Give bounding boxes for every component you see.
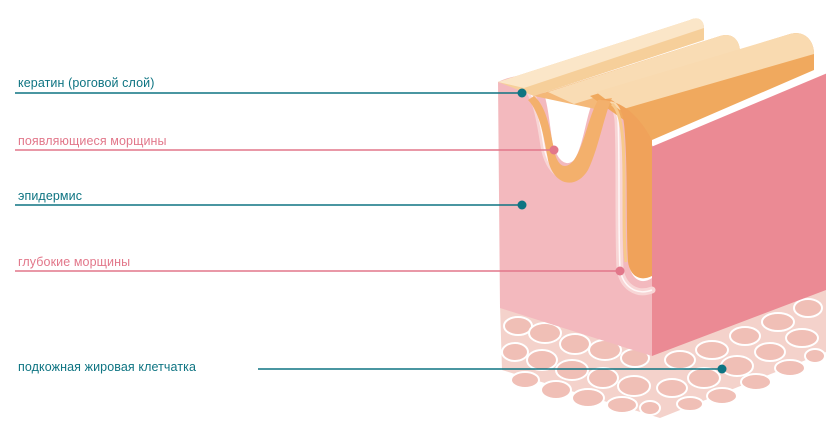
label-subcutaneous-fat: подкожная жировая клетчатка <box>18 360 196 374</box>
label-keratin: кератин (роговой слой) <box>18 76 154 90</box>
label-deep-wrinkles: глубокие морщины <box>18 255 130 269</box>
label-emerging-wrinkles: появляющиеся морщины <box>18 134 167 148</box>
dot-deep-wrinkles <box>616 267 625 276</box>
dot-subcutaneous-fat <box>718 365 727 374</box>
dot-emerging-wrinkles <box>550 146 559 155</box>
dot-epidermis <box>518 201 527 210</box>
dot-keratin <box>518 89 527 98</box>
label-epidermis: эпидермис <box>18 189 82 203</box>
